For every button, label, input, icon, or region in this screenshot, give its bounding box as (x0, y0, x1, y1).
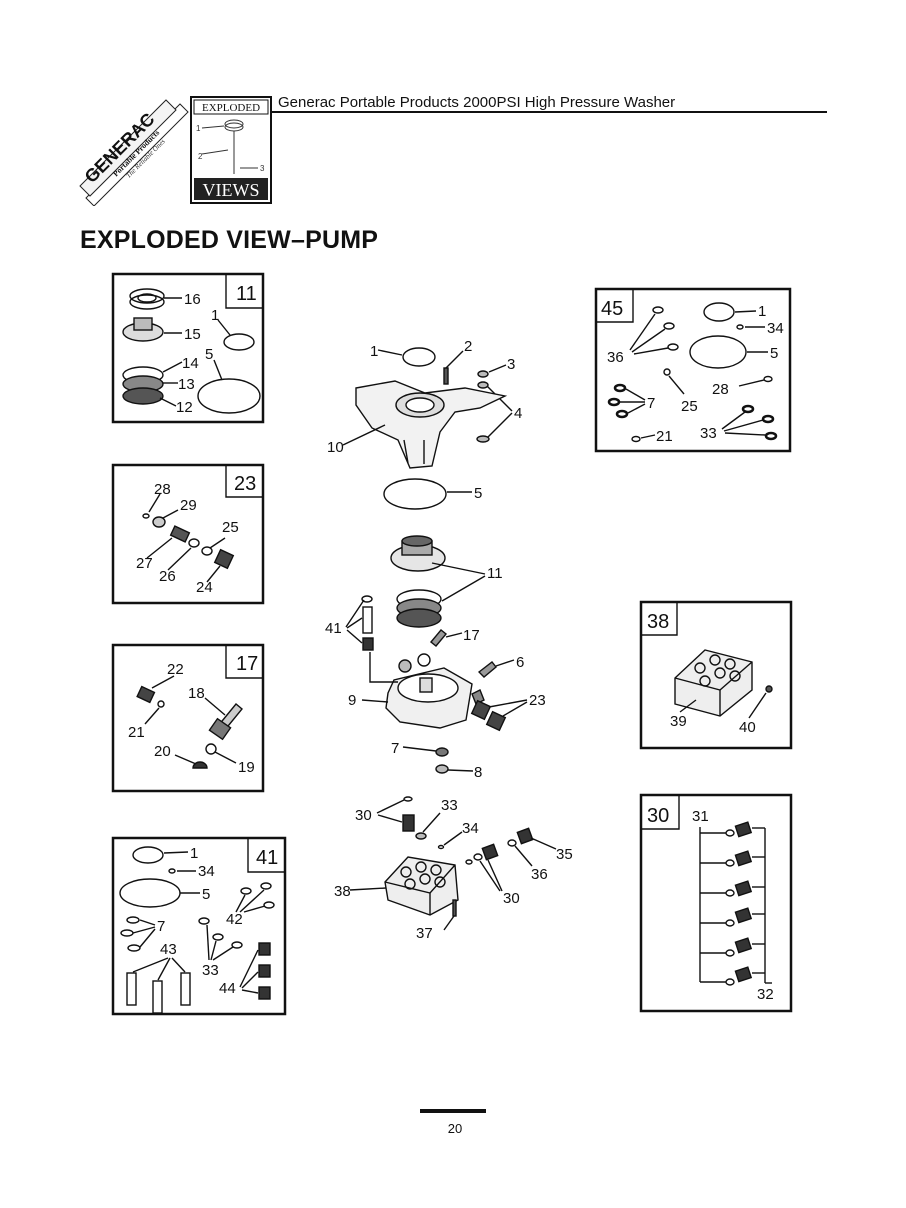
main-callout-4: 4 (514, 405, 522, 422)
kit23-part-26: 26 (159, 568, 176, 585)
kit-label-38: 38 (647, 611, 669, 633)
kit41-part-1: 1 (190, 845, 198, 862)
kit45-part-1: 1 (758, 303, 766, 320)
main-callout-5: 5 (474, 485, 482, 502)
kit17-part-19: 19 (238, 759, 255, 776)
kit41-part-5: 5 (202, 886, 210, 903)
kit23-part-27: 27 (136, 555, 153, 572)
main-callout-1: 1 (370, 343, 378, 360)
kit38-part-40: 40 (739, 719, 756, 736)
main-callout-30-a: 30 (355, 807, 372, 824)
kit41-part-33: 33 (202, 962, 219, 979)
main-callout-9: 9 (348, 692, 356, 709)
kit-label-11: 11 (236, 283, 257, 305)
kit11-part-1: 1 (211, 307, 219, 324)
page-number: 20 (447, 1121, 463, 1136)
kit11-part-13: 13 (178, 376, 195, 393)
main-callout-34: 34 (462, 820, 479, 837)
main-assembly: 1 2 3 4 10 5 (325, 338, 573, 942)
kit-box-30: 30 31 32 (639, 793, 793, 1013)
kit11-part-16: 16 (184, 291, 201, 308)
main-callout-2: 2 (464, 338, 472, 355)
kit-box-41: 41 1 34 5 42 7 43 33 44 (111, 836, 287, 1016)
main-callout-35: 35 (556, 846, 573, 863)
kit17-part-22: 22 (167, 661, 184, 678)
kit-label-17: 17 (236, 653, 258, 675)
kit-box-23: 23 28 29 27 26 25 24 (111, 463, 265, 605)
main-callout-8: 8 (474, 764, 482, 781)
kit17-part-21: 21 (128, 724, 145, 741)
generac-logo: GENERAC Portable Products The Reliable O… (76, 94, 190, 207)
kit-label-45: 45 (601, 298, 623, 320)
kit38-part-39: 39 (670, 713, 687, 730)
kit-box-17: 17 22 18 21 20 19 (111, 643, 265, 793)
kit-box-45: 45 36 1 34 5 7 25 28 21 (594, 287, 792, 453)
page-heading: EXPLODED VIEW–PUMP (80, 226, 379, 254)
valve-row (700, 821, 765, 838)
kit23-part-24: 24 (196, 579, 213, 596)
kit41-part-42: 42 (226, 911, 243, 928)
kit41-part-44: 44 (219, 980, 236, 997)
kit23-part-25: 25 (222, 519, 239, 536)
kit45-part-34: 34 (767, 320, 784, 337)
badge-num-3: 3 (260, 164, 265, 173)
valve-row (700, 907, 765, 927)
main-callout-37: 37 (416, 925, 433, 942)
kit45-part-7: 7 (647, 395, 655, 412)
main-callout-6: 6 (516, 654, 524, 671)
kit17-part-18: 18 (188, 685, 205, 702)
badge-mini-diagram (201, 119, 258, 174)
kit45-part-25: 25 (681, 398, 698, 415)
main-callout-7: 7 (391, 740, 399, 757)
main-callout-23: 23 (529, 692, 546, 709)
page-number-bar (420, 1109, 486, 1113)
kit45-part-33: 33 (700, 425, 717, 442)
kit45-part-36: 36 (607, 349, 624, 366)
kit11-part-14: 14 (182, 355, 199, 372)
main-callout-10: 10 (327, 439, 344, 456)
valve-row (700, 966, 765, 986)
kit30-part-32: 32 (757, 986, 774, 1003)
kit41-part-34: 34 (198, 863, 215, 880)
kit45-part-21: 21 (656, 428, 673, 445)
main-callout-17: 17 (463, 627, 480, 644)
badge-num-1: 1 (196, 124, 201, 133)
kit41-part-7: 7 (157, 918, 165, 935)
main-callout-3: 3 (507, 356, 515, 373)
header-title: Generac Portable Products 2000PSI High P… (278, 94, 676, 111)
kit-box-38: 38 39 40 (639, 600, 793, 750)
valve-row (700, 880, 765, 897)
kit-label-30: 30 (647, 805, 669, 827)
kit45-part-28: 28 (712, 381, 729, 398)
kit30-part-31: 31 (692, 808, 709, 825)
valve-row (700, 850, 765, 867)
header-rule (272, 111, 827, 113)
main-callout-41: 41 (325, 620, 342, 637)
kit-label-41: 41 (256, 847, 278, 869)
kit17-part-20: 20 (154, 743, 171, 760)
main-callout-36: 36 (531, 866, 548, 883)
main-callout-33: 33 (441, 797, 458, 814)
main-callout-38: 38 (334, 883, 351, 900)
kit23-part-29: 29 (180, 497, 197, 514)
badge-top-text: EXPLODED (202, 102, 260, 114)
kit11-part-5: 5 (205, 346, 213, 363)
kit41-part-43: 43 (160, 941, 177, 958)
exploded-views-badge: EXPLODED VIEWS 1 2 3 (190, 96, 272, 204)
kit45-part-5: 5 (770, 345, 778, 362)
valve-row (700, 937, 765, 957)
main-callout-11: 11 (487, 565, 503, 582)
badge-bottom-text: VIEWS (203, 180, 260, 200)
kit11-part-15: 15 (184, 326, 201, 343)
kit-label-23: 23 (234, 473, 256, 495)
kit11-part-12: 12 (176, 399, 193, 416)
kit-box-11: 11 16 15 14 13 12 1 5 (111, 272, 265, 424)
badge-num-2: 2 (198, 152, 203, 161)
main-callout-30-b: 30 (503, 890, 520, 907)
kit23-part-28: 28 (154, 481, 171, 498)
